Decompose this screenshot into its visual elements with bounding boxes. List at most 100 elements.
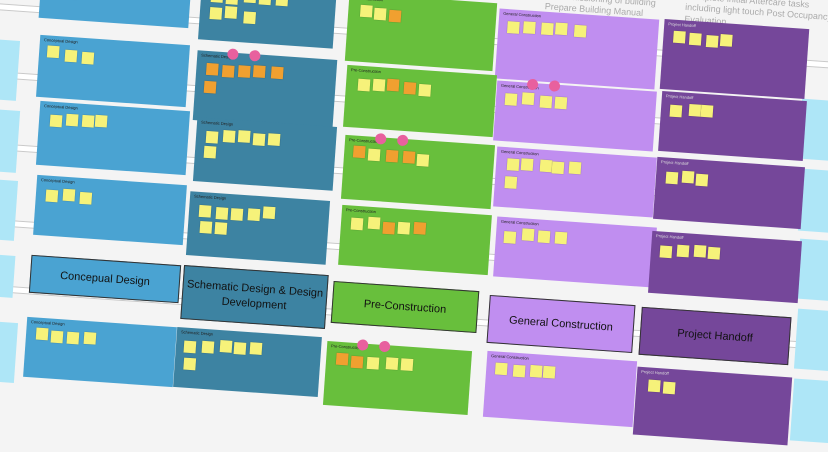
- sticky-note[interactable]: [230, 208, 244, 221]
- sticky-note[interactable]: [647, 379, 661, 393]
- sticky-note[interactable]: [506, 21, 520, 35]
- sticky-note[interactable]: [373, 7, 387, 21]
- sticky-note[interactable]: [418, 83, 432, 97]
- sticky-note[interactable]: [505, 93, 518, 107]
- sticky-note[interactable]: [79, 191, 93, 205]
- sticky-note[interactable]: [82, 114, 95, 128]
- pink-circle-marker[interactable]: [248, 49, 261, 62]
- sticky-note[interactable]: [221, 65, 235, 79]
- frame-general[interactable]: General Construction: [494, 8, 660, 90]
- sticky-note[interactable]: [397, 221, 410, 235]
- frame-schematic[interactable]: Schematic Design: [192, 117, 338, 191]
- sticky-note[interactable]: [94, 115, 108, 128]
- phase-label-schematic[interactable]: Schematic Design & Design Development: [180, 265, 329, 329]
- sticky-note[interactable]: [540, 22, 554, 36]
- sticky-note[interactable]: [554, 96, 568, 110]
- pink-circle-marker[interactable]: [374, 132, 387, 145]
- sticky-note[interactable]: [182, 357, 196, 371]
- sticky-note[interactable]: [554, 231, 567, 245]
- phase-label-handoff[interactable]: Project Handoff: [638, 306, 792, 366]
- sticky-note[interactable]: [352, 145, 366, 159]
- sticky-note[interactable]: [504, 175, 518, 189]
- frame-precon[interactable]: Pre-Construction: [344, 0, 498, 72]
- frame-handoff[interactable]: Project Handoff: [658, 91, 807, 161]
- sticky-note[interactable]: [662, 381, 676, 395]
- sticky-note[interactable]: [49, 114, 63, 128]
- sticky-note[interactable]: [385, 356, 399, 370]
- sticky-note[interactable]: [249, 342, 262, 356]
- sticky-note[interactable]: [523, 20, 537, 34]
- sticky-note[interactable]: [66, 331, 80, 345]
- sticky-note[interactable]: [506, 158, 520, 172]
- sticky-note[interactable]: [45, 189, 59, 202]
- frame-concept[interactable]: Conceptual Design: [38, 0, 192, 29]
- sticky-note[interactable]: [225, 0, 239, 6]
- sticky-note[interactable]: [668, 104, 682, 118]
- sticky-note[interactable]: [529, 364, 543, 378]
- sticky-note[interactable]: [385, 149, 399, 163]
- sticky-note[interactable]: [551, 161, 565, 174]
- frame-precon[interactable]: Pre-Construction: [343, 64, 497, 138]
- sticky-note[interactable]: [503, 230, 517, 244]
- pink-circle-marker[interactable]: [396, 134, 409, 147]
- sticky-note[interactable]: [707, 246, 721, 260]
- sticky-note[interactable]: [183, 340, 197, 354]
- sticky-note[interactable]: [223, 129, 236, 143]
- sticky-note[interactable]: [672, 30, 686, 44]
- sticky-note[interactable]: [215, 206, 229, 220]
- sticky-note[interactable]: [252, 133, 266, 146]
- frame-precon[interactable]: Pre-Construction: [340, 132, 496, 210]
- sticky-note[interactable]: [270, 65, 284, 79]
- sticky-note[interactable]: [693, 244, 707, 258]
- sticky-note[interactable]: [209, 6, 223, 20]
- frame-general[interactable]: General Construction: [493, 216, 657, 288]
- frame-general[interactable]: General Construction: [493, 146, 657, 218]
- sticky-note[interactable]: [386, 79, 400, 92]
- sticky-note[interactable]: [677, 244, 690, 258]
- sticky-note[interactable]: [400, 357, 414, 371]
- sticky-note[interactable]: [205, 131, 219, 144]
- sticky-note[interactable]: [688, 103, 701, 117]
- frame-general[interactable]: General Construction: [493, 78, 657, 152]
- sticky-note[interactable]: [568, 161, 582, 175]
- sticky-note[interactable]: [695, 173, 709, 187]
- frame-concept[interactable]: Conceptual Design: [33, 174, 187, 246]
- sticky-note[interactable]: [237, 64, 251, 78]
- sticky-note[interactable]: [214, 221, 227, 235]
- sticky-note[interactable]: [359, 4, 373, 18]
- sticky-note[interactable]: [555, 22, 569, 36]
- sticky-note[interactable]: [242, 11, 256, 25]
- phase-label-precon[interactable]: Pre-Construction: [330, 280, 480, 334]
- sticky-note[interactable]: [416, 153, 430, 167]
- frame-precon[interactable]: Pre-Construction: [338, 204, 492, 276]
- sticky-note[interactable]: [521, 92, 535, 106]
- frame-schematic[interactable]: Schematic Design: [173, 327, 322, 397]
- sticky-note[interactable]: [413, 221, 427, 235]
- sticky-note[interactable]: [372, 78, 385, 92]
- sticky-note[interactable]: [258, 0, 272, 6]
- sticky-note[interactable]: [47, 45, 60, 59]
- phase-label-general[interactable]: General Construction: [486, 294, 636, 354]
- sticky-note[interactable]: [521, 228, 535, 242]
- sticky-note[interactable]: [402, 150, 416, 164]
- sticky-note[interactable]: [367, 216, 381, 230]
- sticky-note[interactable]: [705, 34, 719, 48]
- sticky-note[interactable]: [237, 130, 251, 144]
- sticky-note[interactable]: [198, 204, 212, 218]
- pink-circle-marker[interactable]: [548, 80, 561, 92]
- sticky-note[interactable]: [366, 356, 380, 370]
- sticky-note[interactable]: [700, 104, 714, 118]
- sticky-note[interactable]: [66, 113, 80, 127]
- frame-handoff[interactable]: Project Handoff: [653, 156, 805, 230]
- frame-handoff[interactable]: Project Handoff: [659, 19, 810, 99]
- sticky-note[interactable]: [205, 62, 219, 76]
- frame-schematic[interactable]: Schematic Design: [198, 0, 337, 49]
- sticky-note[interactable]: [521, 158, 534, 172]
- frame-handoff[interactable]: Project Handoff: [648, 230, 802, 304]
- sticky-note[interactable]: [262, 206, 276, 220]
- frame-concept[interactable]: Conceptual Design: [35, 100, 191, 176]
- sticky-note[interactable]: [537, 230, 550, 243]
- sticky-note[interactable]: [573, 24, 587, 38]
- frame-precon[interactable]: Pre-Construction: [322, 339, 473, 415]
- sticky-note[interactable]: [233, 341, 246, 355]
